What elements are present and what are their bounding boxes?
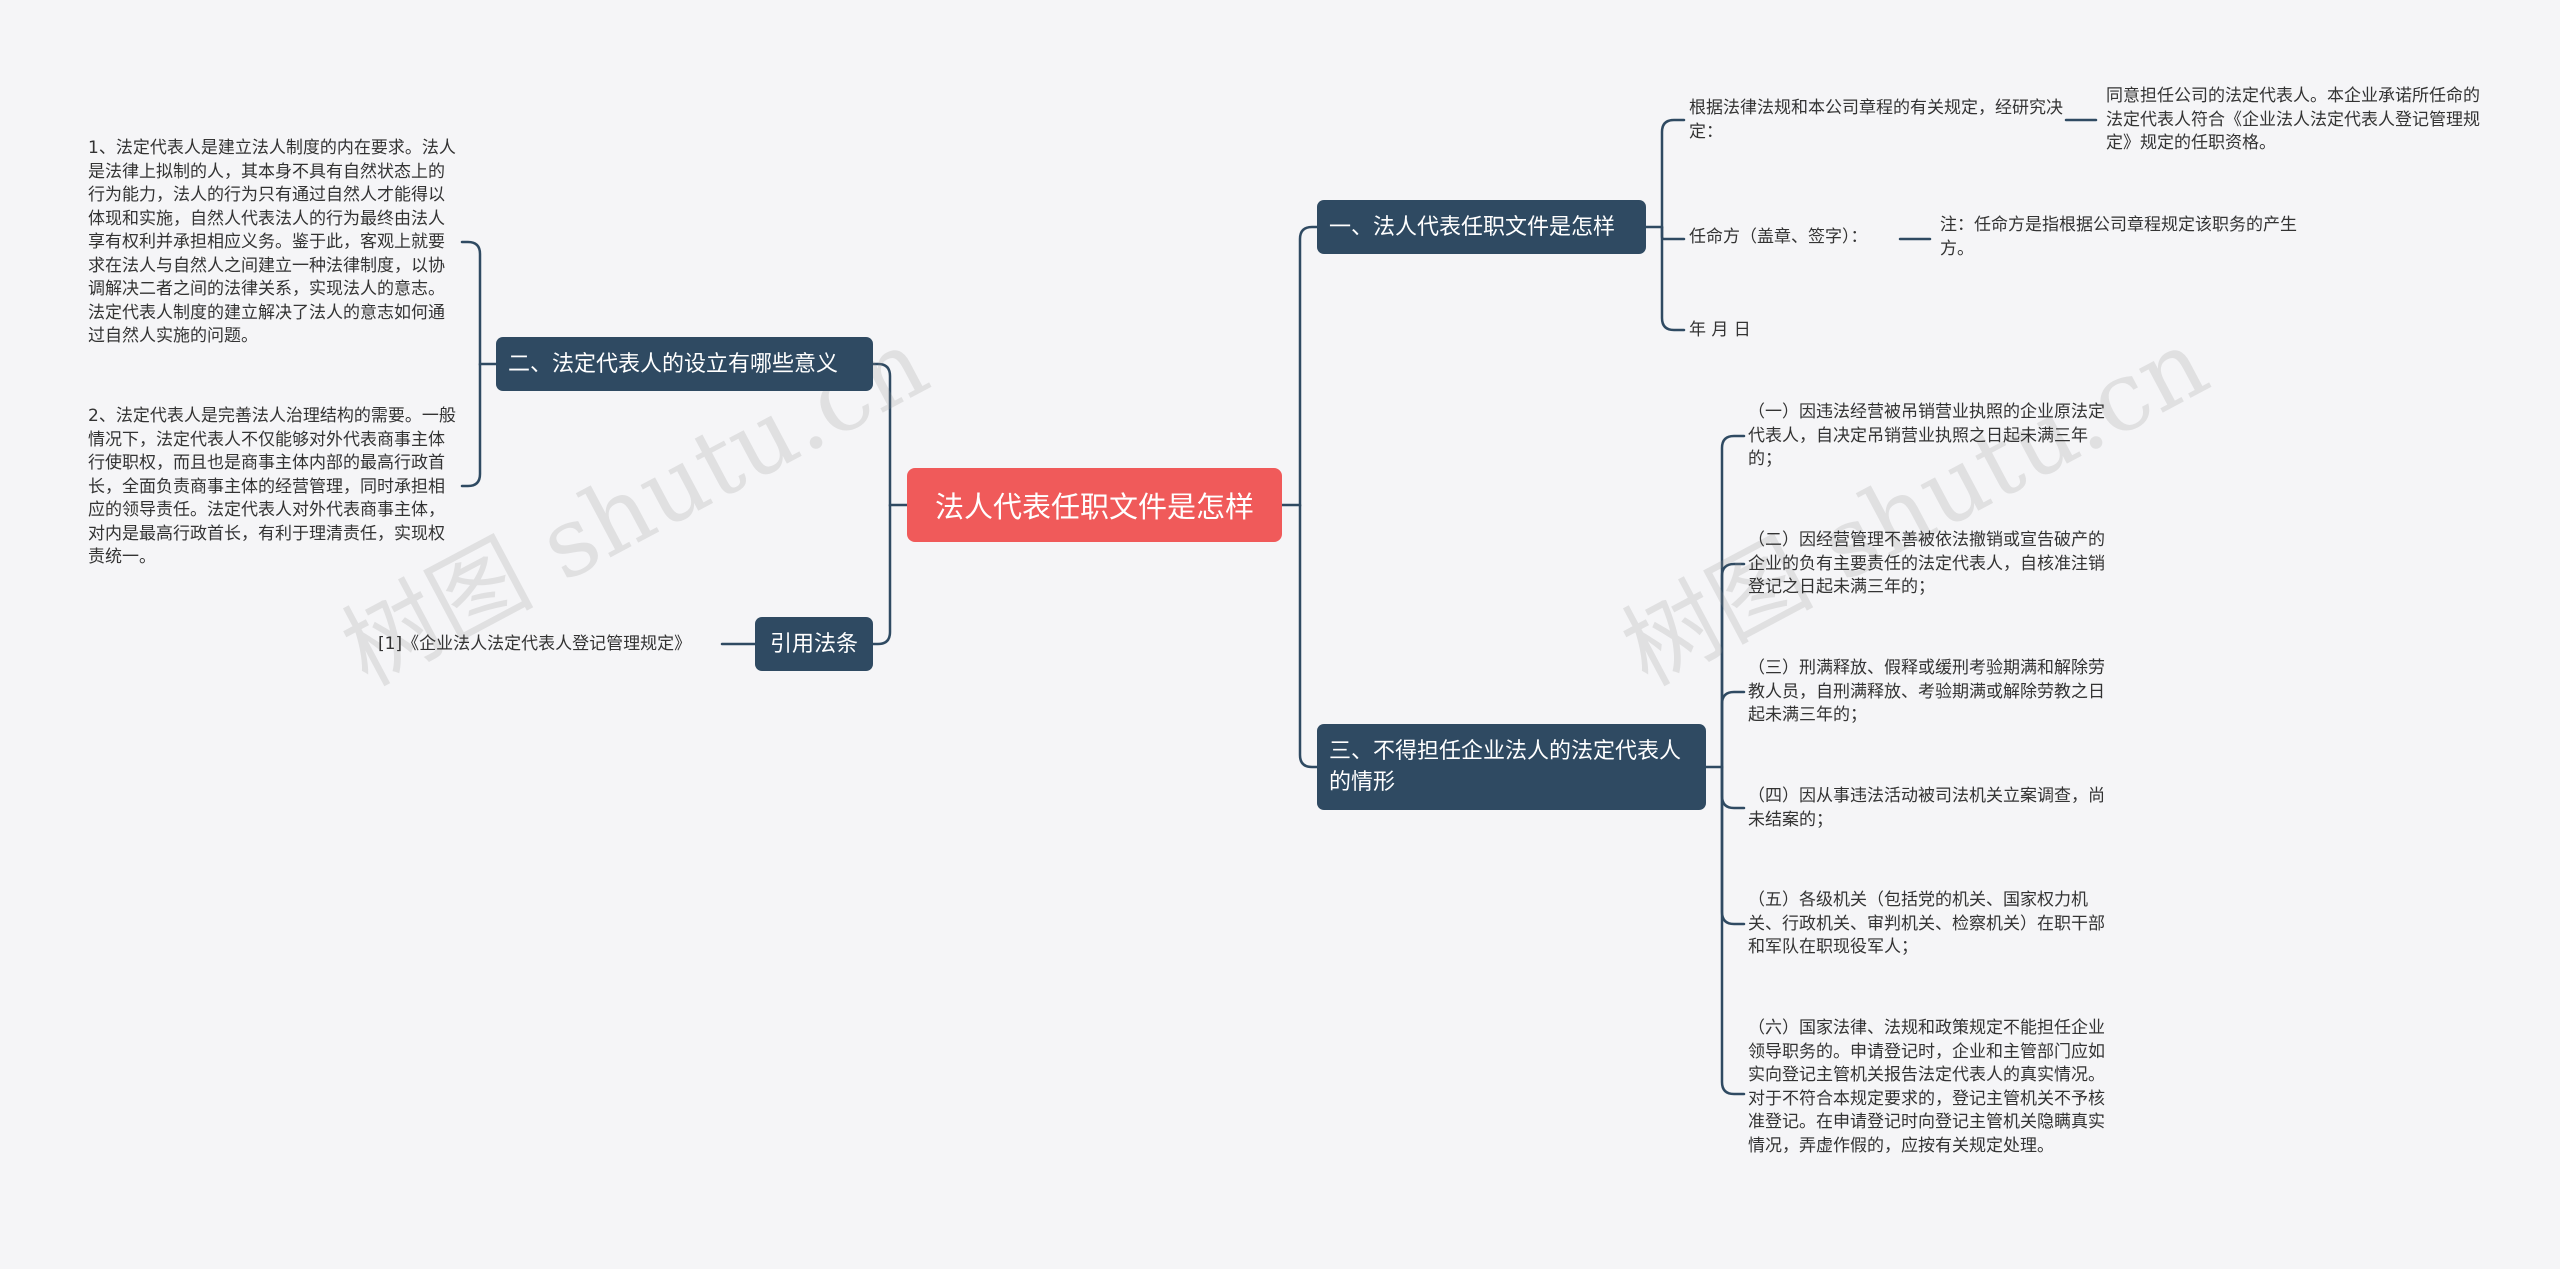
link-b3-item1 bbox=[1704, 434, 1746, 769]
leaf-topic[interactable]: 1、法定代表人是建立法人制度的内在要求。法人是法律上拟制的人，其本身不具有自然状… bbox=[88, 138, 456, 346]
leaf-topic[interactable]: （一）因违法经营被吊销营业执照的企业原法定代表人，自决定吊销营业执照之日起未满三… bbox=[1748, 402, 2105, 469]
link-b1-item2 bbox=[1660, 225, 1686, 241]
link-root-b4 bbox=[871, 503, 892, 646]
citation-leaf-topic[interactable]: [1]《企业法人法定代表人登记管理规定》 bbox=[378, 634, 692, 654]
leaf-topic[interactable]: （四）因从事违法活动被司法机关立案调查，尚未结案的； bbox=[1748, 786, 2105, 830]
branch-topic-significance[interactable]: 二、法定代表人的设立有哪些意义 bbox=[496, 337, 873, 391]
link-b3-item6 bbox=[1720, 765, 1746, 1096]
leaf-topic[interactable]: 2、法定代表人是完善法人治理结构的需要。一般情况下，法定代表人不仅能够对外代表商… bbox=[88, 406, 456, 567]
link-b3-item4 bbox=[1720, 765, 1746, 810]
leaf-topic[interactable]: 根据法律法规和本公司章程的有关规定，经研究决定： bbox=[1689, 98, 2063, 142]
leaf-topic[interactable]: 任命方（盖章、签字）： bbox=[1689, 227, 1868, 247]
leaf-topic[interactable]: （二）因经营管理不善被依法撤销或宣告破产的企业的负有主要责任的法定代表人，自核准… bbox=[1748, 530, 2105, 597]
branch-topic-citations[interactable]: 引用法条 bbox=[755, 617, 873, 671]
link-b1-item3 bbox=[1660, 225, 1686, 332]
link-b1-item1 bbox=[1644, 118, 1686, 229]
leaf-topic[interactable]: 年 月 日 bbox=[1689, 320, 1751, 340]
link-root-b2 bbox=[871, 362, 909, 507]
link-b3-item5 bbox=[1720, 765, 1746, 926]
branch-topic-appointment-document[interactable]: 一、法人代表任职文件是怎样 bbox=[1317, 200, 1646, 254]
link-b3-item2 bbox=[1720, 562, 1746, 769]
leaf-topic[interactable]: 同意担任公司的法定代表人。本企业承诺所任命的法定代表人符合《企业法人法定代表人登… bbox=[2106, 86, 2480, 153]
leaf-topic[interactable]: 注：任命方是指根据公司章程规定该职务的产生方。 bbox=[1940, 215, 2297, 259]
leaf-topic[interactable]: （三）刑满释放、假释或缓刑考验期满和解除劳教人员，自刑满释放、考验期满或解除劳教… bbox=[1748, 658, 2105, 725]
link-root-b1 bbox=[1280, 225, 1319, 507]
link-root-b3 bbox=[1298, 503, 1319, 769]
root-topic[interactable]: 法人代表任职文件是怎样 bbox=[907, 468, 1282, 542]
leaf-topic[interactable]: （六）国家法律、法规和政策规定不能担任企业领导职务的。申请登记时，企业和主管部门… bbox=[1748, 1018, 2105, 1156]
link-b2-item2 bbox=[460, 362, 482, 488]
link-b3-item3 bbox=[1720, 690, 1746, 769]
leaf-topic[interactable]: （五）各级机关（包括党的机关、国家权力机关、行政机关、审判机关、检察机关）在职干… bbox=[1748, 890, 2105, 957]
link-b2-item1 bbox=[460, 240, 498, 366]
branch-topic-disqualifications[interactable]: 三、不得担任企业法人的法定代表人的情形 bbox=[1317, 724, 1706, 810]
